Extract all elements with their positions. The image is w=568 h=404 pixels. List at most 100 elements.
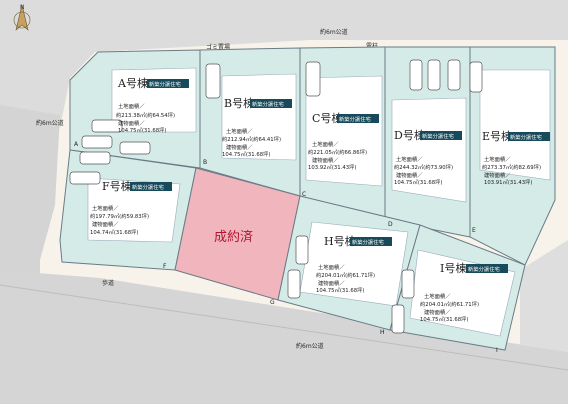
car-icon — [69, 171, 101, 185]
north-road-label: 約6m公道 — [320, 28, 348, 36]
lot-a-building-label: 建物面積／ — [118, 119, 145, 127]
lot-d-building-value: 104.75㎡(31.68坪) — [394, 178, 442, 186]
lot-f-info: F号棟 新築分譲住宅 土地面積／ 約197.79㎡(約59.83坪) 建物面積／… — [90, 179, 172, 236]
lot-f-building-value: 104.74㎡(31.68坪) — [90, 228, 138, 236]
sidewalk-line — [0, 284, 568, 371]
car-icon — [205, 63, 221, 99]
lot-c-building-value: 103.92㎡(31.43坪) — [308, 163, 356, 171]
lot-h-info: H号棟 新築分譲住宅 土地面積／ 約204.01㎡(約61.71坪) 建物面積／… — [316, 234, 392, 294]
footpath-label: 歩道 — [102, 279, 114, 287]
lot-f-badge: 新築分譲住宅 — [132, 183, 164, 191]
car-icon — [427, 59, 441, 91]
compass-icon: N — [13, 4, 31, 31]
corner-d: D — [388, 221, 393, 228]
lot-c-badge: 新築分譲住宅 — [339, 115, 371, 123]
lot-h-badge: 新築分譲住宅 — [352, 238, 384, 246]
lot-d-land-label: 土地面積／ — [396, 155, 423, 163]
lot-i-land-label: 土地面積／ — [424, 292, 451, 300]
compass-north-label: N — [20, 4, 25, 11]
lot-h-building-value: 104.75㎡(31.68坪) — [316, 286, 364, 294]
car-icon — [469, 61, 483, 93]
car-icon — [447, 59, 461, 91]
lot-f-land-value: 約197.79㎡(約59.83坪) — [90, 212, 149, 220]
lot-f-building-label: 建物面積／ — [92, 220, 119, 228]
lot-h-land-value: 約204.01㎡(約61.71坪) — [316, 271, 375, 279]
east-road-area — [520, 240, 568, 352]
lot-c-info: C号棟 新築分譲住宅 土地面積／ 約221.05㎡(約66.86坪) 建物面積／… — [308, 111, 379, 171]
lot-a-building-value: 104.75㎡(31.68坪) — [118, 126, 166, 134]
lot-f-land-label: 土地面積／ — [92, 204, 119, 212]
west-road-area — [0, 105, 60, 310]
house-d-footprint — [391, 97, 467, 203]
lot-e-info: E号棟 新築分譲住宅 土地面積／ 約273.37㎡(約82.69坪) 建物面積／… — [482, 129, 550, 186]
lot-h-building-label: 建物面積／ — [318, 279, 345, 287]
house-c-footprint — [305, 75, 383, 187]
lot-d-badge: 新築分譲住宅 — [422, 132, 454, 140]
car-icon — [287, 269, 301, 299]
car-icon — [391, 304, 405, 334]
lot-f-title: F号棟 — [102, 179, 132, 193]
lot-e-title: E号棟 — [482, 129, 512, 143]
corner-c: C — [302, 191, 306, 198]
car-icon — [409, 59, 423, 91]
corner-h: H — [380, 329, 385, 336]
lot-c-title: C号棟 — [312, 111, 342, 125]
lot-b-land-value: 約212.94㎡(約64.41坪) — [222, 135, 281, 143]
corner-g: G — [270, 299, 275, 306]
lot-i-title: I号棟 — [440, 261, 466, 275]
lot-d-info: D号棟 新築分譲住宅 土地面積／ 約244.32㎡(約73.90坪) 建物面積／… — [394, 128, 462, 186]
lot-h-title: H号棟 — [324, 234, 356, 248]
sold-label: 成約済 — [214, 229, 253, 245]
corner-a: A — [74, 141, 79, 148]
car-icon — [295, 235, 309, 265]
garbage-station-label: ゴミ置場 — [206, 43, 230, 51]
lot-a-info: A号棟 新築分譲住宅 土地面積／ 約213.38㎡(約64.54坪) 建物面積／… — [116, 76, 189, 134]
parking-spaces — [69, 59, 483, 334]
lot-a-title: A号棟 — [117, 76, 148, 90]
lot-a-badge: 新築分譲住宅 — [149, 80, 181, 88]
lot-i-info: I号棟 新築分譲住宅 土地面積／ 約204.01㎡(約61.71坪) 建物面積／… — [420, 261, 508, 323]
car-icon — [79, 151, 111, 165]
lot-d-title: D号棟 — [394, 128, 425, 142]
lot-e-building-label: 建物面積／ — [484, 171, 511, 179]
corner-e: E — [472, 227, 476, 234]
lot-b-building-label: 建物面積／ — [226, 143, 253, 151]
lot-a-land-label: 土地面積／ — [118, 102, 145, 110]
lot-d-building-label: 建物面積／ — [396, 171, 423, 179]
lot-b-building-value: 104.75㎡(31.68坪) — [222, 150, 270, 158]
utility-pole-label: 電柱 — [366, 42, 378, 50]
car-icon — [81, 135, 113, 149]
west-road-label: 約6m公道 — [36, 119, 64, 127]
lot-i-building-value: 104.75㎡(31.68坪) — [420, 315, 468, 323]
south-road-area — [0, 270, 568, 404]
car-icon — [305, 61, 321, 97]
lot-d-land-value: 約244.32㎡(約73.90坪) — [394, 163, 453, 171]
lot-c-land-label: 土地面積／ — [312, 140, 339, 148]
lot-c-land-value: 約221.05㎡(約66.86坪) — [308, 148, 367, 156]
car-icon — [401, 269, 415, 299]
lot-i-land-value: 約204.01㎡(約61.71坪) — [420, 300, 479, 308]
north-road-area — [0, 0, 568, 140]
house-b-footprint — [221, 73, 297, 161]
house-e-footprint — [479, 69, 551, 181]
car-icon — [91, 119, 123, 133]
lot-b-title: B号棟 — [224, 96, 254, 110]
lot-i-building-label: 建物面積／ — [424, 308, 451, 316]
corner-b: B — [203, 159, 207, 166]
lot-e-land-value: 約273.37㎡(約82.69坪) — [482, 163, 541, 171]
lot-c-building-label: 建物面積／ — [312, 156, 339, 164]
lot-h-land-label: 土地面積／ — [318, 263, 345, 271]
lot-e-badge: 新築分譲住宅 — [510, 133, 542, 141]
corner-f: F — [163, 263, 167, 270]
corner-i: I — [496, 347, 498, 354]
car-icon — [119, 141, 151, 155]
lot-b-land-label: 土地面積／ — [226, 127, 253, 135]
lot-e-land-label: 土地面積／ — [484, 155, 511, 163]
lot-a-land-value: 約213.38㎡(約64.54坪) — [116, 111, 175, 119]
south-road-label: 約6m公道 — [296, 342, 324, 350]
lot-i-badge: 新築分譲住宅 — [468, 265, 500, 273]
lot-e-building-value: 103.91㎡(31.43坪) — [484, 178, 532, 186]
lot-b-badge: 新築分譲住宅 — [252, 100, 284, 108]
